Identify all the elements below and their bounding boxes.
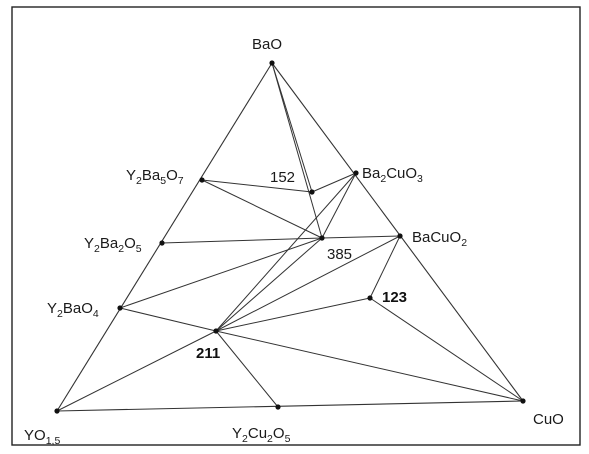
label-cuo: CuO: [533, 411, 564, 428]
point-cuo: [520, 398, 526, 404]
point-123: [367, 295, 373, 301]
label-ba2cuo3: Ba2CuO3: [362, 165, 423, 185]
point-211: [213, 328, 219, 334]
label-211: 211: [196, 345, 220, 362]
edge-yo15-cuo: [56, 400, 524, 412]
tie-bao-385: [271, 62, 323, 239]
tie-385-bacuo2: [321, 235, 401, 239]
tie-211-yo15: [56, 330, 217, 412]
point-ba2cuo3: [353, 170, 359, 176]
tie-ba2cuo3-385: [321, 172, 357, 239]
tie-bacuo2-123: [369, 235, 401, 299]
label-123: 123: [382, 289, 407, 306]
label-y2cu2o5: Y2Cu2O5: [232, 425, 291, 445]
phase-points: [54, 60, 526, 414]
tie-211-123: [215, 297, 371, 332]
edge-bao-yo15: [56, 62, 273, 412]
point-bacuo2: [397, 233, 403, 239]
figure-frame: [11, 6, 581, 446]
point-385: [319, 235, 325, 241]
tie-211-bacuo2: [215, 235, 401, 332]
labels: BaO YO1,5 CuO Y2Ba5O7 Y2Ba2O5 Y2BaO4 Ba2…: [24, 36, 564, 447]
tie-y2ba5o7-152: [201, 179, 313, 193]
triangle-edges: [56, 62, 524, 412]
tie-152-ba2cuo3: [311, 172, 357, 193]
label-yo15: YO1,5: [24, 427, 60, 447]
point-y2cu2o5: [275, 404, 281, 410]
label-bacuo2: BaCuO2: [412, 229, 467, 249]
label-385: 385: [327, 246, 352, 263]
label-y2ba5o7: Y2Ba5O7: [126, 167, 184, 187]
edge-bao-cuo: [271, 62, 524, 402]
label-y2ba2o5: Y2Ba2O5: [84, 235, 142, 255]
tie-211-ba2cuo3: [215, 172, 357, 332]
tie-y2ba2o5-385: [161, 237, 323, 244]
label-bao: BaO: [252, 36, 282, 53]
tie-211-cuo: [215, 330, 524, 402]
point-bao: [269, 60, 275, 66]
tie-211-385: [215, 237, 323, 332]
label-152: 152: [270, 169, 295, 186]
tie-y2bao4-385: [119, 237, 323, 309]
tie-y2ba5o7-385: [201, 179, 323, 239]
tie-y2bao4-211: [119, 307, 217, 332]
tie-123-cuo: [369, 297, 524, 402]
tie-211-y2cu2o5: [215, 330, 279, 408]
point-y2bao4: [117, 305, 123, 311]
label-y2bao4: Y2BaO4: [47, 300, 99, 320]
tie-lines: [56, 62, 524, 412]
point-y2ba2o5: [159, 240, 165, 246]
tie-bao-152: [271, 62, 313, 193]
point-152: [309, 189, 315, 195]
point-yo15: [54, 408, 60, 414]
point-y2ba5o7: [199, 177, 205, 183]
